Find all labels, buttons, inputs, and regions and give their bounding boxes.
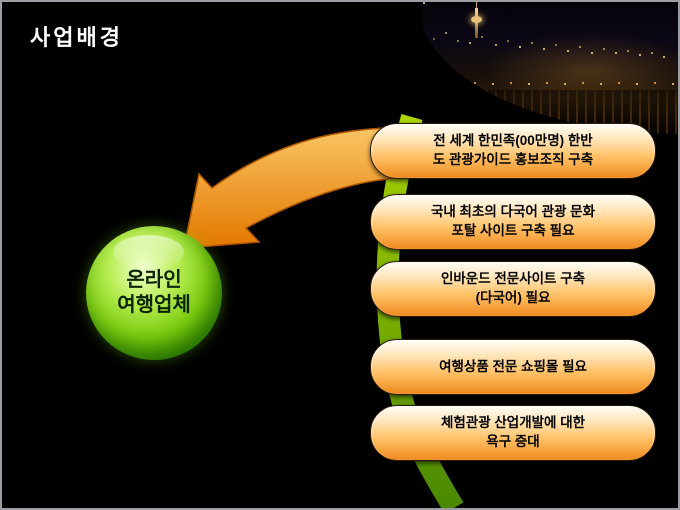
center-node: 온라인 여행업체 [86,226,222,360]
tower-silhouette-icon [471,2,482,38]
item-box: 체험관광 산업개발에 대한 욕구 증대 [370,405,656,461]
center-node-line-1: 온라인 [126,269,182,291]
item-text-line: 여행상품 전문 쇼핑몰 필요 [439,358,587,374]
item-box: 인바운드 전문사이트 구축 (다국어) 필요 [370,261,656,317]
item-text-line: 포탈 사이트 구축 필요 [451,223,575,238]
item-text-line: (다국어) 필요 [475,290,551,305]
center-node-label: 온라인 여행업체 [117,268,191,318]
item-text-line: 전 세계 한민족(00만명) 한반 [433,133,593,149]
slide-title: 사업배경 [30,25,123,50]
item-text-line: 인바운드 전문사이트 구축 [440,271,586,287]
item-text-line: 체험관광 산업개발에 대한 [440,415,586,431]
item-box: 여행상품 전문 쇼핑몰 필요 [370,339,656,395]
item-box: 전 세계 한민족(00만명) 한반 도 관광가이드 홍보조직 구축 [370,123,656,179]
item-text-line: 국내 최초의 다국어 관광 문화 [430,204,596,220]
item-text-line: 욕구 증대 [486,434,540,449]
item-text-line: 도 관광가이드 홍보조직 구축 [432,152,594,167]
city-lights-icon [423,2,425,4]
item-box: 국내 최초의 다국어 관광 문화 포탈 사이트 구축 필요 [370,194,656,250]
center-node-line-2: 여행업체 [117,294,191,316]
